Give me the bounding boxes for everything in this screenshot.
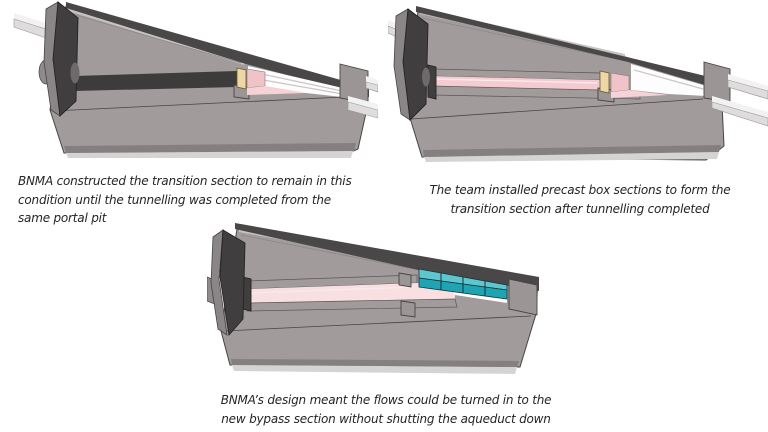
base-foot: [66, 151, 353, 158]
transition-section: [610, 72, 630, 93]
interior-pipe-line: [251, 71, 357, 95]
wall-pipe-opening: [70, 62, 80, 84]
portal-wall: [402, 8, 429, 121]
caption-line: same portal pit: [18, 211, 107, 225]
roof-band: [416, 6, 722, 90]
base-edge: [223, 315, 532, 332]
channel-joint: [398, 272, 416, 318]
outlet-pipes: [347, 76, 378, 119]
base-shadow: [423, 145, 721, 157]
base-edge: [410, 98, 704, 120]
portal-wall: [52, 1, 79, 117]
transition-floor: [611, 90, 668, 98]
base-shadow: [64, 143, 356, 153]
interior-pipe-line: [251, 77, 355, 97]
caption-line: transition section after tunnelling comp…: [450, 201, 710, 216]
caption-line: new bypass section without shutting the …: [221, 411, 551, 426]
interior-pipe-line: [633, 69, 704, 90]
roof-band: [66, 2, 369, 97]
roof-ridge: [71, 13, 242, 64]
right-abutment: [339, 63, 369, 104]
roof-ridge: [240, 234, 420, 271]
portal-wall: [219, 229, 246, 337]
caption-line: The team installed precast box sections …: [429, 183, 731, 197]
outlet-pipes: [711, 74, 768, 127]
transition-bulkhead: [599, 70, 610, 94]
caption-line: BNMA’s design meant the flows could be t…: [220, 393, 552, 407]
caption-line: condition until the tunnelling was compl…: [18, 192, 331, 207]
base-foot: [424, 152, 719, 162]
aqueduct-diagram-initial-condition: [13, 1, 378, 158]
figure-caption: The team installed precast box sections …: [402, 181, 758, 218]
right-abutment: [508, 278, 538, 316]
roof-band: [235, 223, 539, 291]
precast-box-channel: [427, 64, 641, 100]
unexcavated-channel: [74, 71, 237, 91]
wall-pipe-opening: [422, 67, 430, 87]
channel-end-cap: [427, 64, 437, 100]
aqueduct-diagram-precast-installed: [388, 6, 768, 162]
caption-line: BNMA constructed the transition section …: [18, 174, 352, 188]
base-foot: [232, 365, 517, 374]
transition-floor: [247, 86, 307, 95]
transition-bulkhead: [236, 67, 247, 90]
aqueduct-diagram-bypass-flow: [207, 223, 539, 374]
base-edge: [51, 96, 345, 112]
figure-caption: BNMA constructed the transition section …: [18, 172, 378, 228]
figure-caption: BNMA’s design meant the flows could be t…: [184, 391, 588, 428]
bypass-water-sections: [418, 268, 508, 300]
base-shadow: [231, 359, 519, 367]
transition-section: [246, 68, 266, 89]
right-abutment: [703, 61, 731, 103]
roof-ridge: [421, 17, 622, 61]
